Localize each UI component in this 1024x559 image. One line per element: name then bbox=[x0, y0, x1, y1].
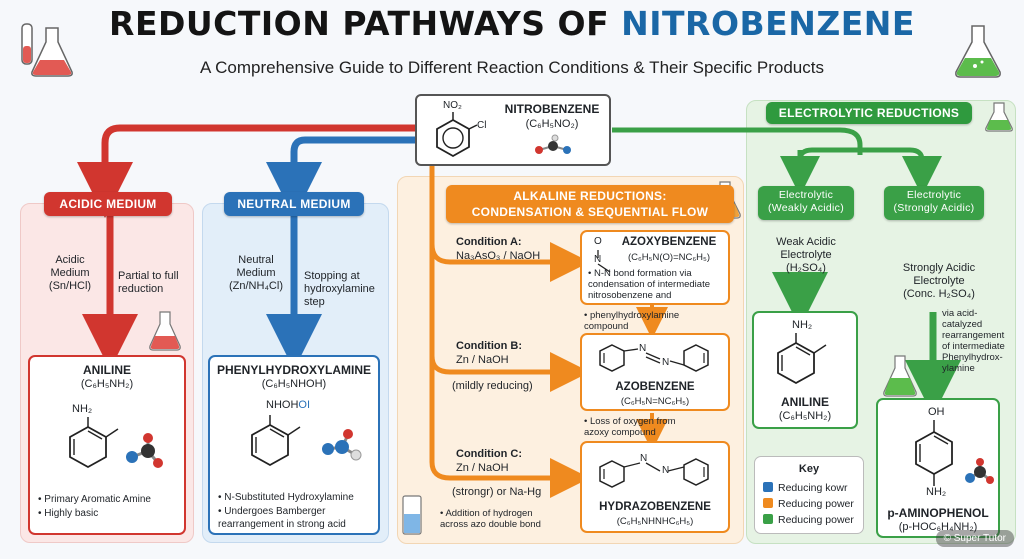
aniline-bullet: • Primary Aromatic Amine bbox=[38, 494, 151, 505]
key-item: Reducing kowr bbox=[763, 481, 847, 495]
alkaline-header: ALKALINE REDUCTIONS: CONDENSATION & SEQU… bbox=[446, 185, 734, 223]
aniline-electrolytic-card: NH₂ ANILINE (C₆H₅NH₂) bbox=[752, 311, 858, 429]
hydrazo-n-label: N bbox=[640, 453, 648, 464]
azoxybenzene-name: AZOXYBENZENE bbox=[621, 236, 717, 248]
condition-a-reagent: Na₃AsO₃ / NaOH bbox=[456, 250, 541, 262]
flask-icon bbox=[149, 311, 181, 351]
molecule-model-icon bbox=[322, 429, 362, 461]
nitrobenzene-name: NITROBENZENE bbox=[504, 102, 600, 116]
flask-icon bbox=[883, 355, 917, 397]
azoxybenzene-bullet: • N-N bond formation via condensation of… bbox=[588, 268, 710, 301]
key-swatch bbox=[763, 498, 773, 508]
phenylhydroxylamine-bullet: • N-Substituted Hydroxylamine bbox=[218, 492, 354, 503]
p-aminophenol-formula: (p-HOC₆H₄NH₂) bbox=[898, 521, 978, 533]
page-subtitle: A Comprehensive Guide to Different React… bbox=[200, 58, 824, 77]
molecule-model-icon bbox=[535, 134, 571, 154]
azobenzene-structure bbox=[599, 344, 709, 372]
phenylhydroxylamine-formula: (C₆H₅NHOH) bbox=[261, 378, 327, 390]
nitrobenzene-card: NO₂ Cl NITROBENZENE (C₆H₅NO₂) bbox=[415, 94, 611, 166]
nh2-label: NH₂ bbox=[792, 319, 813, 331]
hydrazobenzene-bullet: • Addition of hydrogen across azo double… bbox=[440, 508, 541, 530]
azoxy-n-label: N bbox=[594, 254, 602, 265]
aniline-electrolytic-name: ANILINE bbox=[781, 395, 829, 409]
key-swatch bbox=[763, 482, 773, 492]
nh2-label: NH₂ bbox=[72, 403, 93, 415]
nitrobenzene-formula: (C₆H₅NO₂) bbox=[525, 118, 579, 130]
condition-b-reagent: Zn / NaOH bbox=[456, 354, 509, 366]
phenylhydroxylamine-card: PHENYLHYDROXYLAMINE (C₆H₅NHOH) NHOHOI • … bbox=[208, 355, 380, 535]
no2-label: NO₂ bbox=[443, 100, 462, 111]
neutral-medium-header: NEUTRAL MEDIUM bbox=[224, 192, 364, 216]
azoxybenzene-formula: (C₆H₅N(O)=NC₆H₅) bbox=[627, 252, 711, 263]
azobenzene-name: AZOBENZENE bbox=[615, 381, 695, 393]
azoxy-fragment bbox=[597, 250, 611, 273]
key-item: Reducing power bbox=[763, 513, 854, 527]
condition-c-title: Condition C: bbox=[456, 448, 522, 460]
aniline-card: ANILINE (C₆H₅NH₂) NH₂ • Primary Aromatic… bbox=[28, 355, 186, 535]
azobenzene-bullet: • Loss of oxygen from azoxy compound bbox=[584, 416, 676, 438]
nhoh-label: NHOHOI bbox=[266, 399, 311, 411]
beaker-icon bbox=[402, 495, 422, 535]
key-swatch bbox=[763, 514, 773, 524]
aniline-bullet: • Highly basic bbox=[38, 508, 99, 519]
weak-condition: Weak Acidic Electrolyte (H₂SO₄) bbox=[776, 236, 836, 274]
p-aminophenol-card: OH NH₂ p-AMINOPHENOL (p-HOC₆H₄NH₂) bbox=[876, 398, 1000, 538]
azo-n-label: N bbox=[662, 357, 670, 368]
flask-icon bbox=[21, 23, 73, 77]
condition-c-reagent: Zn / NaOH bbox=[456, 462, 509, 474]
condition-a-title: Condition A: bbox=[456, 236, 522, 248]
phenylhydroxylamine-structure bbox=[251, 415, 301, 467]
molecule-model-icon bbox=[126, 433, 163, 468]
oh-label: OH bbox=[928, 406, 945, 418]
arrow-to-neutral bbox=[266, 136, 415, 218]
aniline-electrolytic-formula: (C₆H₅NH₂) bbox=[778, 410, 832, 422]
hydrazobenzene-formula: (C₆H₅NHNHC₆H₅) bbox=[616, 516, 694, 527]
p-aminophenol-structure bbox=[915, 420, 953, 486]
condition-c-note: (strongr) or Na-Hg bbox=[452, 486, 542, 498]
hydrazobenzene-name: HYDRAZOBENZENE bbox=[599, 501, 711, 513]
hydrazo-n-label: N bbox=[662, 465, 670, 476]
phenylhydroxylamine-name: PHENYLHYDROXYLAMINE bbox=[216, 363, 371, 377]
condition-b-note: (mildly reducing) bbox=[452, 380, 533, 392]
arrow-to-acidic bbox=[77, 124, 415, 218]
azo-n-label: N bbox=[639, 343, 647, 354]
strongly-acidic-pill: Electrolytic (Strongly Acidic) bbox=[884, 186, 984, 220]
strong-condition: Strongly Acidic Electrolyte (Conc. H₂SO₄… bbox=[902, 262, 976, 300]
strong-note: via acid- catalyzed rearrangement of int… bbox=[942, 308, 1005, 374]
phenylhydroxylamine-bullet: • Undergoes Bamberger rearrangement in s… bbox=[218, 506, 346, 530]
nitrobenzene-structure bbox=[436, 112, 478, 158]
aniline-name: ANILINE bbox=[83, 363, 131, 377]
aniline-structure bbox=[777, 333, 827, 385]
flask-icon bbox=[985, 102, 1013, 132]
weakly-acidic-pill: Electrolytic (Weakly Acidic) bbox=[758, 186, 854, 220]
azobenzene-card: N N AZOBENZENE (C₆H₅N=NC₆H₅) bbox=[580, 333, 730, 411]
azoxybenzene-card: O N AZOXYBENZENE (C₆H₅N(O)=NC₆H₅) • N-N … bbox=[580, 230, 730, 305]
molecule-model-icon bbox=[965, 458, 994, 484]
acidic-note: Partial to full reduction bbox=[118, 270, 179, 295]
aniline-structure bbox=[69, 417, 119, 469]
acidic-medium-header: ACIDIC MEDIUM bbox=[44, 192, 172, 216]
azobenzene-formula: (C₆H₅N=NC₆H₅) bbox=[620, 396, 690, 407]
watermark: © Super Tutor bbox=[935, 530, 1014, 547]
hydrazobenzene-card: N N HYDRAZOBENZENE (C₆H₅NHNHC₆H₅) bbox=[580, 441, 730, 533]
azoxybenzene-bullet-cont: • phenylhydroxylamine compound bbox=[584, 310, 680, 332]
condition-b-title: Condition B: bbox=[456, 340, 522, 352]
flask-icon bbox=[955, 25, 1001, 78]
azoxy-o-label: O bbox=[594, 236, 602, 247]
nh2-label: NH₂ bbox=[926, 486, 947, 498]
aniline-formula: (C₆H₅NH₂) bbox=[80, 378, 134, 390]
arrow-to-electrolytic bbox=[612, 127, 863, 150]
hydrazobenzene-structure bbox=[599, 458, 709, 488]
key-legend: Key Reducing kowr Reducing power Reducin… bbox=[754, 456, 864, 534]
p-aminophenol-name: p-AMINOPHENOL bbox=[887, 506, 989, 520]
neutral-condition: Neutral Medium (Zn/NH₄Cl) bbox=[229, 254, 283, 292]
neutral-note: Stopping at hydroxylamine step bbox=[304, 270, 375, 308]
page-title: REDUCTION PATHWAYS OF NITROBENZENE bbox=[109, 4, 915, 43]
key-title: Key bbox=[798, 463, 820, 475]
cl-label: Cl bbox=[477, 120, 487, 131]
key-item: Reducing power bbox=[763, 497, 854, 511]
acidic-condition: Acidic Medium (Sn/HCl) bbox=[48, 254, 92, 292]
electrolytic-header: ELECTROLYTIC REDUCTIONS bbox=[766, 102, 972, 124]
